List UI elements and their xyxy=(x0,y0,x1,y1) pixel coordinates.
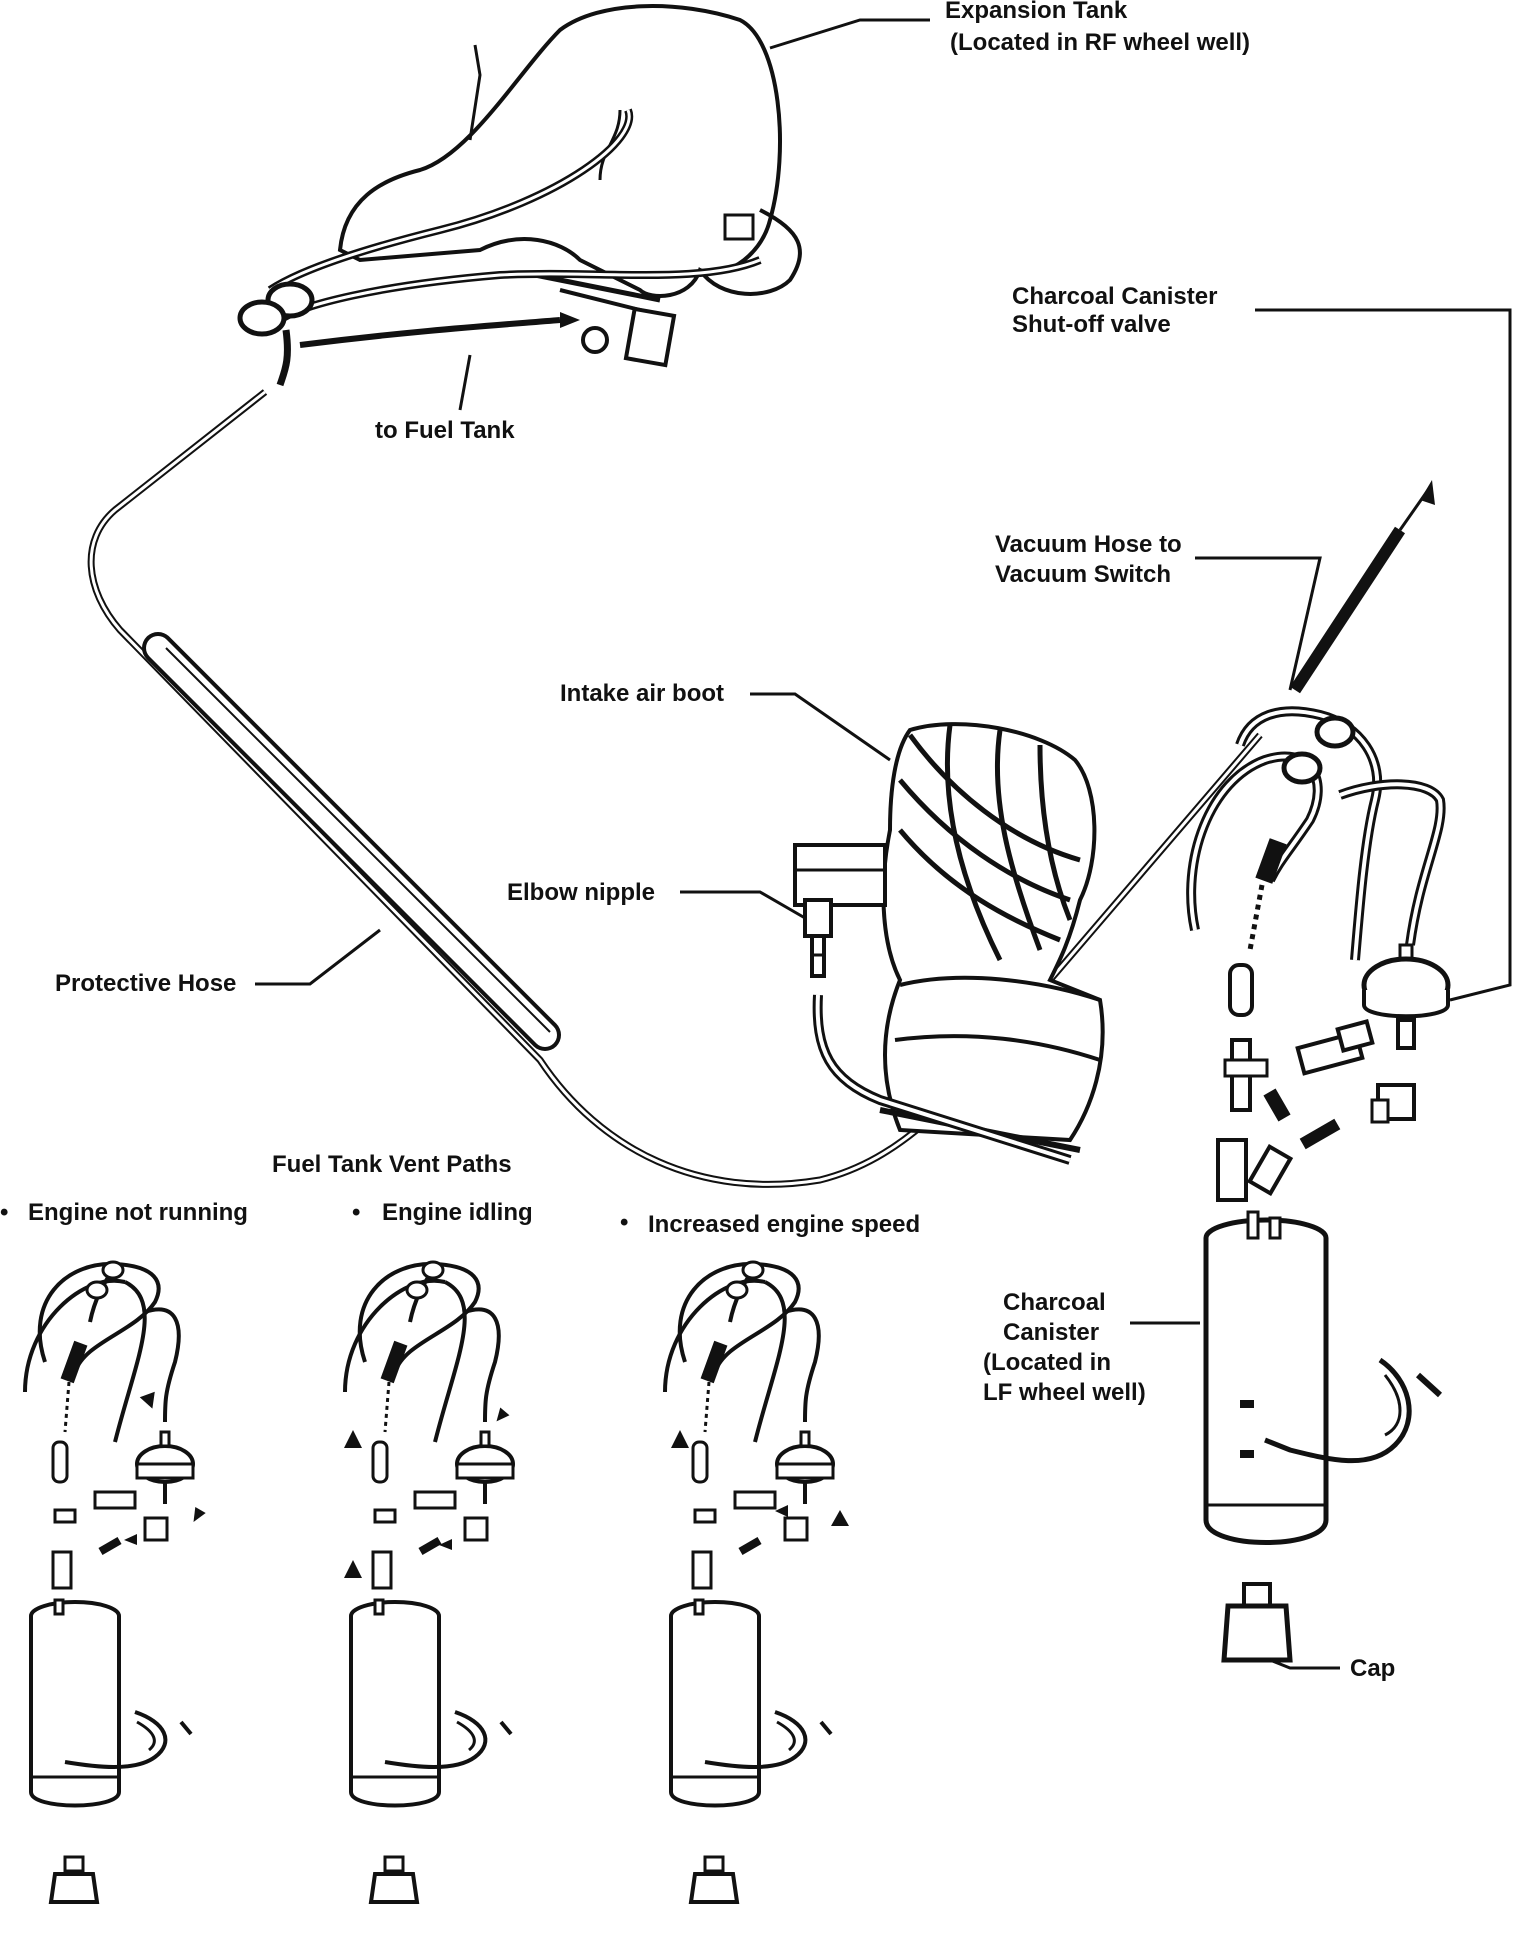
label-vacuum-switch: Vacuum Switch xyxy=(995,561,1171,588)
leader-lines xyxy=(255,18,1512,1670)
label-lf-wheel-well: LF wheel well) xyxy=(983,1379,1146,1406)
bullet-not-running: • xyxy=(0,1199,8,1226)
canister-strap xyxy=(1264,1357,1443,1464)
label-expansion-tank-location: (Located in RF wheel well) xyxy=(950,29,1250,56)
bullet-increased: • xyxy=(620,1209,628,1236)
label-vent-paths-title: Fuel Tank Vent Paths xyxy=(272,1151,512,1178)
canister-system xyxy=(1186,480,1451,1663)
expansion-tank xyxy=(337,4,802,368)
labels: Expansion Tank (Located in RF wheel well… xyxy=(0,0,1395,1682)
label-elbow-nipple: Elbow nipple xyxy=(507,879,655,906)
label-protective-hose: Protective Hose xyxy=(55,970,236,997)
label-vacuum-hose: Vacuum Hose to xyxy=(995,531,1182,558)
intake-air-boot xyxy=(793,722,1105,1153)
canister-cap xyxy=(1221,1582,1293,1663)
vent-path-increased xyxy=(663,1260,849,1904)
label-engine-not-running: Engine not running xyxy=(28,1199,248,1226)
label-charcoal-canister-valve: Charcoal Canister xyxy=(1012,283,1217,310)
label-located-in: (Located in xyxy=(983,1349,1111,1376)
label-intake-air-boot: Intake air boot xyxy=(560,680,724,707)
label-canister: Canister xyxy=(1003,1319,1099,1346)
label-shut-off-valve: Shut-off valve xyxy=(1012,311,1171,338)
vent-path-not-running xyxy=(23,1260,206,1904)
vent-path-idling xyxy=(343,1260,515,1904)
label-charcoal: Charcoal xyxy=(1003,1289,1106,1316)
label-to-fuel-tank: to Fuel Tank xyxy=(375,417,515,444)
label-cap: Cap xyxy=(1350,1655,1395,1682)
shut-off-valve xyxy=(1361,943,1451,1050)
tank-hoses xyxy=(237,108,762,387)
label-engine-idling: Engine idling xyxy=(382,1199,533,1226)
bullet-idling: • xyxy=(352,1199,360,1226)
label-increased-engine-speed: Increased engine speed xyxy=(648,1211,920,1238)
charcoal-canister xyxy=(1203,1210,1329,1545)
label-expansion-tank: Expansion Tank xyxy=(945,0,1128,24)
